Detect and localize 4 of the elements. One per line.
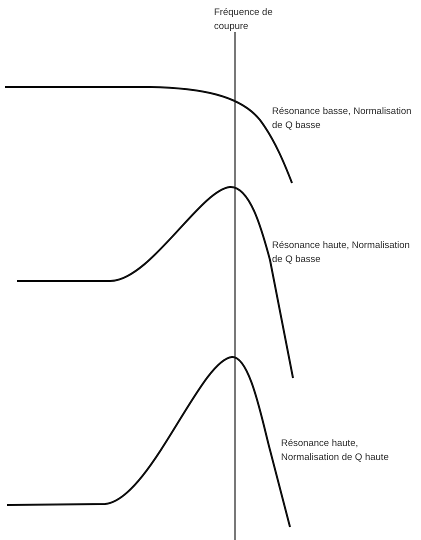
curve-label: Résonance basse, Normalisation de Q basse xyxy=(272,105,412,133)
curve-label: Résonance haute, Normalisation de Q haute xyxy=(281,437,390,465)
cutoff-frequency-label: Fréquence de coupure xyxy=(214,6,274,34)
curve-label: Résonance haute, Normalisation de Q basse xyxy=(272,239,411,267)
